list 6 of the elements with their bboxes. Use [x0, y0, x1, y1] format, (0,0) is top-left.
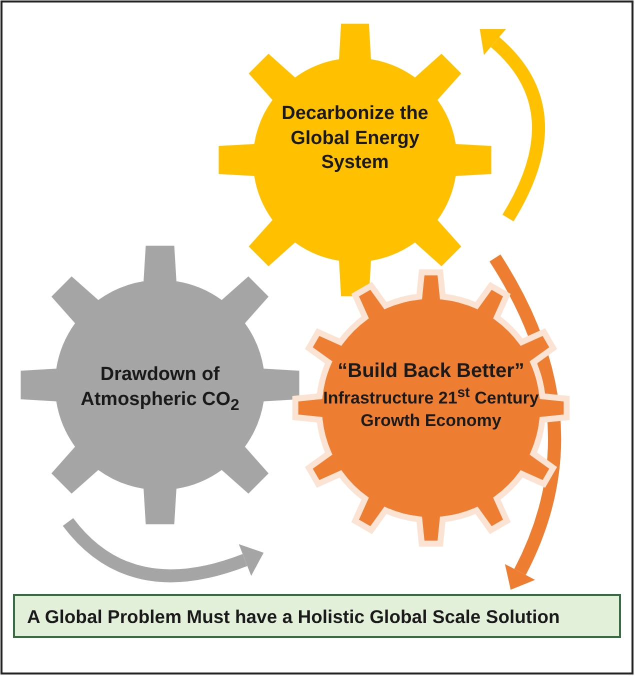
gear-label: Infrastructure 21$^{st}$ Century Growth Economy: [322, 384, 540, 432]
caption-text: A Global Problem Must have a Holistic Global Scale Solution: [27, 605, 560, 629]
gear-label: Decarbonize the Global Energy System: [280, 102, 430, 176]
gear-label: Drawdown of Atmospheric CO$_{2}$: [80, 363, 240, 416]
caption-box: [13, 594, 621, 638]
gear-label: “Build Back Better”: [336, 359, 526, 384]
